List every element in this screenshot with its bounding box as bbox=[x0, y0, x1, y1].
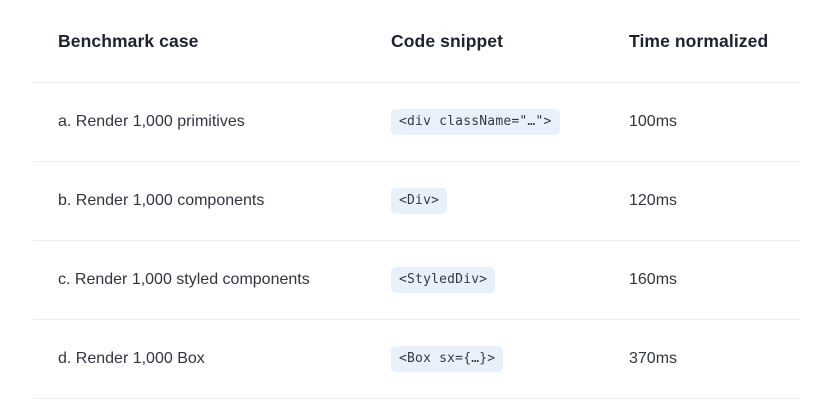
cell-time-normalized: 100ms bbox=[624, 82, 800, 162]
time-normalized-value: 100ms bbox=[629, 112, 678, 130]
table-row: b. Render 1,000 components <Div> 120ms bbox=[33, 161, 800, 241]
table-body: a. Render 1,000 primitives <div classNam… bbox=[33, 82, 800, 399]
cell-benchmark-case: d. Render 1,000 Box bbox=[33, 319, 386, 399]
column-header-code-snippet-label: Code snippet bbox=[391, 30, 504, 51]
cell-benchmark-case: a. Render 1,000 primitives bbox=[33, 82, 386, 162]
column-header-code-snippet: Code snippet bbox=[386, 0, 624, 83]
time-normalized-value: 370ms bbox=[629, 349, 678, 367]
cell-code-snippet: <Box sx={…}> bbox=[386, 319, 624, 399]
cell-code-snippet: <div className="…"> bbox=[386, 82, 624, 162]
table-row: a. Render 1,000 primitives <div classNam… bbox=[33, 82, 800, 162]
column-header-benchmark-case-label: Benchmark case bbox=[58, 30, 199, 51]
time-normalized-value: 120ms bbox=[629, 191, 678, 209]
benchmark-case-label: b. Render 1,000 components bbox=[58, 191, 265, 209]
table-row: d. Render 1,000 Box <Box sx={…}> 370ms bbox=[33, 319, 800, 399]
cell-code-snippet: <StyledDiv> bbox=[386, 240, 624, 320]
table-header: Benchmark case Code snippet Time normali… bbox=[33, 0, 800, 83]
cell-time-normalized: 160ms bbox=[624, 240, 800, 320]
code-snippet-chip: <Box sx={…}> bbox=[391, 346, 504, 372]
cell-code-snippet: <Div> bbox=[386, 161, 624, 241]
benchmark-case-label: d. Render 1,000 Box bbox=[58, 349, 205, 367]
benchmark-case-label: a. Render 1,000 primitives bbox=[58, 112, 245, 130]
code-snippet-chip: <div className="…"> bbox=[391, 109, 560, 135]
code-snippet-chip: <StyledDiv> bbox=[391, 267, 496, 293]
table-header-row: Benchmark case Code snippet Time normali… bbox=[33, 0, 800, 83]
cell-benchmark-case: b. Render 1,000 components bbox=[33, 161, 386, 241]
cell-time-normalized: 120ms bbox=[624, 161, 800, 241]
code-snippet-chip: <Div> bbox=[391, 188, 448, 214]
column-header-time-normalized: Time normalized bbox=[624, 0, 800, 83]
column-header-benchmark-case: Benchmark case bbox=[33, 0, 386, 83]
cell-time-normalized: 370ms bbox=[624, 319, 800, 399]
benchmark-table: Benchmark case Code snippet Time normali… bbox=[33, 0, 800, 399]
time-normalized-value: 160ms bbox=[629, 270, 678, 288]
benchmark-case-label: c. Render 1,000 styled components bbox=[58, 270, 310, 288]
column-header-time-normalized-label: Time normalized bbox=[629, 30, 769, 51]
table-row: c. Render 1,000 styled components <Style… bbox=[33, 240, 800, 320]
cell-benchmark-case: c. Render 1,000 styled components bbox=[33, 240, 386, 320]
